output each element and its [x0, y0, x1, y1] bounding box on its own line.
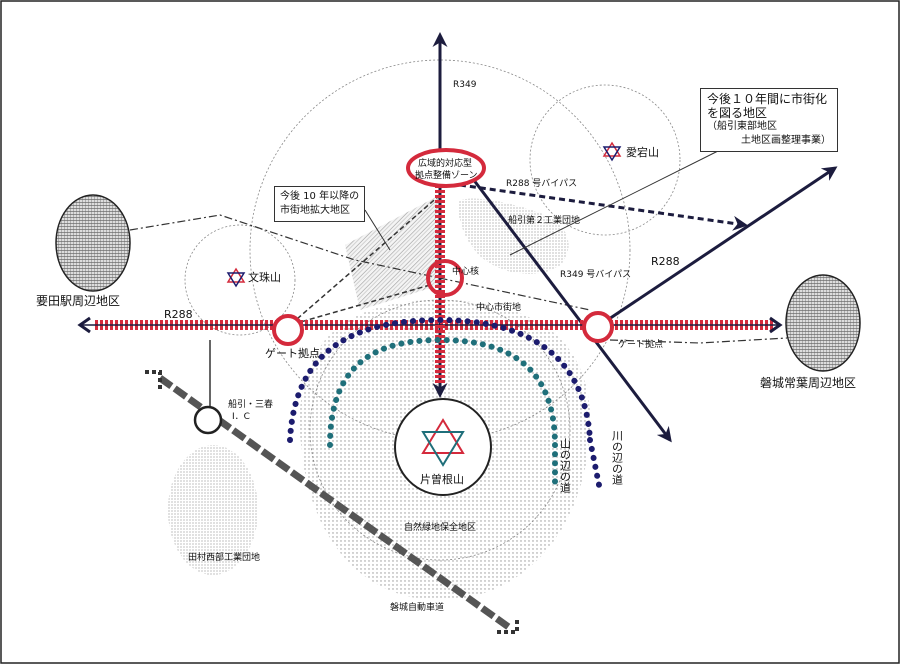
urbanize-leader [509, 149, 721, 256]
expansion-leader [364, 209, 391, 251]
dashdot-link-west [129, 214, 591, 311]
center-core-label: 中心核 [452, 265, 479, 277]
tamura-west-area [168, 445, 258, 575]
funahiki-2-label: 船引第２工業団地 [508, 214, 580, 226]
wide-area-zone-ring [406, 148, 486, 188]
expansion-boundary-2 [289, 194, 441, 326]
iwaki-oval [785, 274, 861, 372]
gate-node-west [272, 314, 304, 346]
gate-west-label: ゲート拠点 [265, 347, 320, 360]
expansion-callout-line1: 今後 10 年以降の [280, 191, 360, 202]
kanameta-label: 要田駅周辺地区 [36, 294, 120, 308]
yama-no-be-path [287, 316, 593, 443]
nature-green-label: 自然緑地保全地区 [404, 521, 476, 533]
r288-right-label: R288 [651, 255, 680, 268]
r288-west-arrow [77, 316, 91, 334]
iwaki-label: 磐城常葉周辺地区 [760, 376, 856, 390]
monju-circle [184, 224, 296, 336]
urbanize-callout-line4: 土地区画整理事業） [741, 135, 831, 146]
urbanize-callout-line2: を図る地区 [707, 106, 768, 120]
r349-bypass-label: R349 号バイパス [560, 269, 631, 280]
wide-area-circle [249, 59, 631, 441]
atago-star-icon [602, 141, 622, 162]
r288-east-arrow [769, 316, 783, 334]
r349-top-label: R349 [453, 80, 477, 90]
r288-northeast-road [599, 166, 838, 327]
expansion-area [345, 195, 440, 310]
r288-bypass-label: R288 号バイパス [506, 178, 577, 189]
gate-east-label: ゲート拠点 [618, 338, 663, 350]
atago-circle [529, 84, 681, 236]
expansion-callout-line2: 市街地拡大地区 [280, 205, 350, 216]
expansion-callout: 今後 10 年以降の 市街地拡大地区 [274, 186, 366, 222]
kawa-tail [587, 437, 603, 493]
expressway-end-east [497, 618, 519, 634]
ic-node [193, 405, 223, 435]
yama-path-label: 山の辺の道 [559, 438, 572, 493]
katasone-star-icon [421, 418, 465, 467]
urbanize-callout: 今後１０年間に市街化 を図る地区 （船引東部地区 土地区画整理事業） [700, 88, 838, 152]
monju-label: 文珠山 [248, 270, 281, 284]
wide-area-zone-line2: 拠点整備ゾーン [415, 169, 478, 181]
gate-node-east [582, 311, 614, 343]
tamura-west-label: 田村西部工業団地 [188, 551, 260, 563]
center-core-ring [426, 259, 464, 297]
kawa-path-label: 川の辺の道 [611, 430, 624, 485]
expansion-boundary-1 [289, 284, 431, 326]
funahiki-2-area [458, 198, 569, 275]
monju-star-icon [226, 267, 246, 288]
r288-bypass-road [459, 183, 748, 231]
atago-label: 愛宕山 [626, 145, 659, 159]
urbanize-callout-line1: 今後１０年間に市街化 [707, 92, 828, 106]
ic-label-1: 船引・三春 [228, 398, 273, 410]
r288-left-label: R288 [164, 308, 193, 321]
dashdot-link-east [609, 337, 788, 344]
center-district-label: 中心市街地 [476, 301, 521, 313]
kawa-label: 川の辺の道 [611, 430, 624, 485]
yama-label: 山の辺の道 [559, 438, 572, 493]
katasone-ring [394, 398, 492, 496]
r349-bypass-road [468, 174, 672, 443]
urbanize-callout-line3: （船引東部地区 [707, 121, 777, 132]
expressway-label: 磐城自動車道 [390, 601, 444, 613]
ic-label-2: I．C [232, 412, 250, 422]
katasone-label: 片曽根山 [420, 472, 464, 486]
kanameta-oval [55, 194, 131, 292]
wide-area-zone-line1: 広域的対応型 [418, 157, 472, 169]
inner-teal-arc [327, 336, 558, 448]
expressway-end-west [145, 370, 162, 390]
